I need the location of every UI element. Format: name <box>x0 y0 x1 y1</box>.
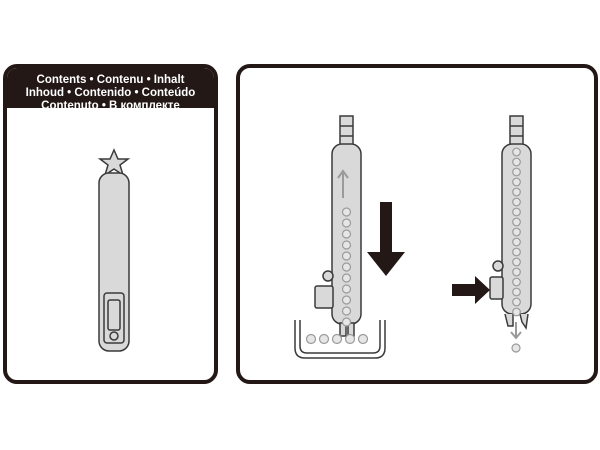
tool-tip <box>339 115 354 149</box>
bead <box>341 218 352 228</box>
header-line: Contenuto • В комплекте <box>41 100 180 112</box>
header-line: Inhoud • Contenido • Conteúdo <box>25 87 196 99</box>
bead <box>512 287 521 297</box>
bead <box>512 177 521 187</box>
bead <box>512 147 521 157</box>
tray-bead <box>305 333 317 345</box>
bead <box>341 262 352 272</box>
tray-bead <box>357 333 369 345</box>
header-line: Contents • Contenu • Inhalt <box>36 74 185 86</box>
bead <box>512 217 521 227</box>
bead <box>341 240 352 250</box>
bead <box>512 267 521 277</box>
bead <box>341 284 352 294</box>
contents-header: Contents • Contenu • Inhalt Inhoud • Con… <box>7 68 214 112</box>
bead <box>512 247 521 257</box>
push-down-arrow-icon <box>367 202 405 276</box>
tool-tip <box>509 115 524 149</box>
instructions-panel <box>236 64 598 384</box>
black-arrows <box>367 202 490 304</box>
bead <box>512 187 521 197</box>
bead <box>512 257 521 267</box>
bead <box>341 273 352 283</box>
tray-bead <box>331 333 343 345</box>
bead-tool-illustration <box>97 148 131 352</box>
bead <box>341 251 352 261</box>
bead <box>512 307 521 317</box>
bead <box>512 297 521 307</box>
usage-steps-illustration <box>294 115 532 359</box>
bead <box>341 207 352 217</box>
bead <box>341 229 352 239</box>
bead <box>341 306 352 316</box>
bead-tray <box>294 320 386 359</box>
bead <box>512 157 521 167</box>
bead <box>512 167 521 177</box>
tray-bead <box>344 333 356 345</box>
bead <box>512 277 521 287</box>
bead <box>512 207 521 217</box>
bead <box>512 227 521 237</box>
press-arrow-icon <box>452 276 490 304</box>
bead <box>341 317 352 327</box>
bead <box>341 295 352 305</box>
release-arrow-icon <box>510 322 522 340</box>
contents-panel: Contents • Contenu • Inhalt Inhoud • Con… <box>3 64 218 384</box>
star-cap-icon <box>97 148 131 177</box>
tray-bead <box>318 333 330 345</box>
bead <box>512 237 521 247</box>
dropped-bead <box>511 343 521 353</box>
up-arrow-icon <box>337 169 349 198</box>
bead <box>512 197 521 207</box>
